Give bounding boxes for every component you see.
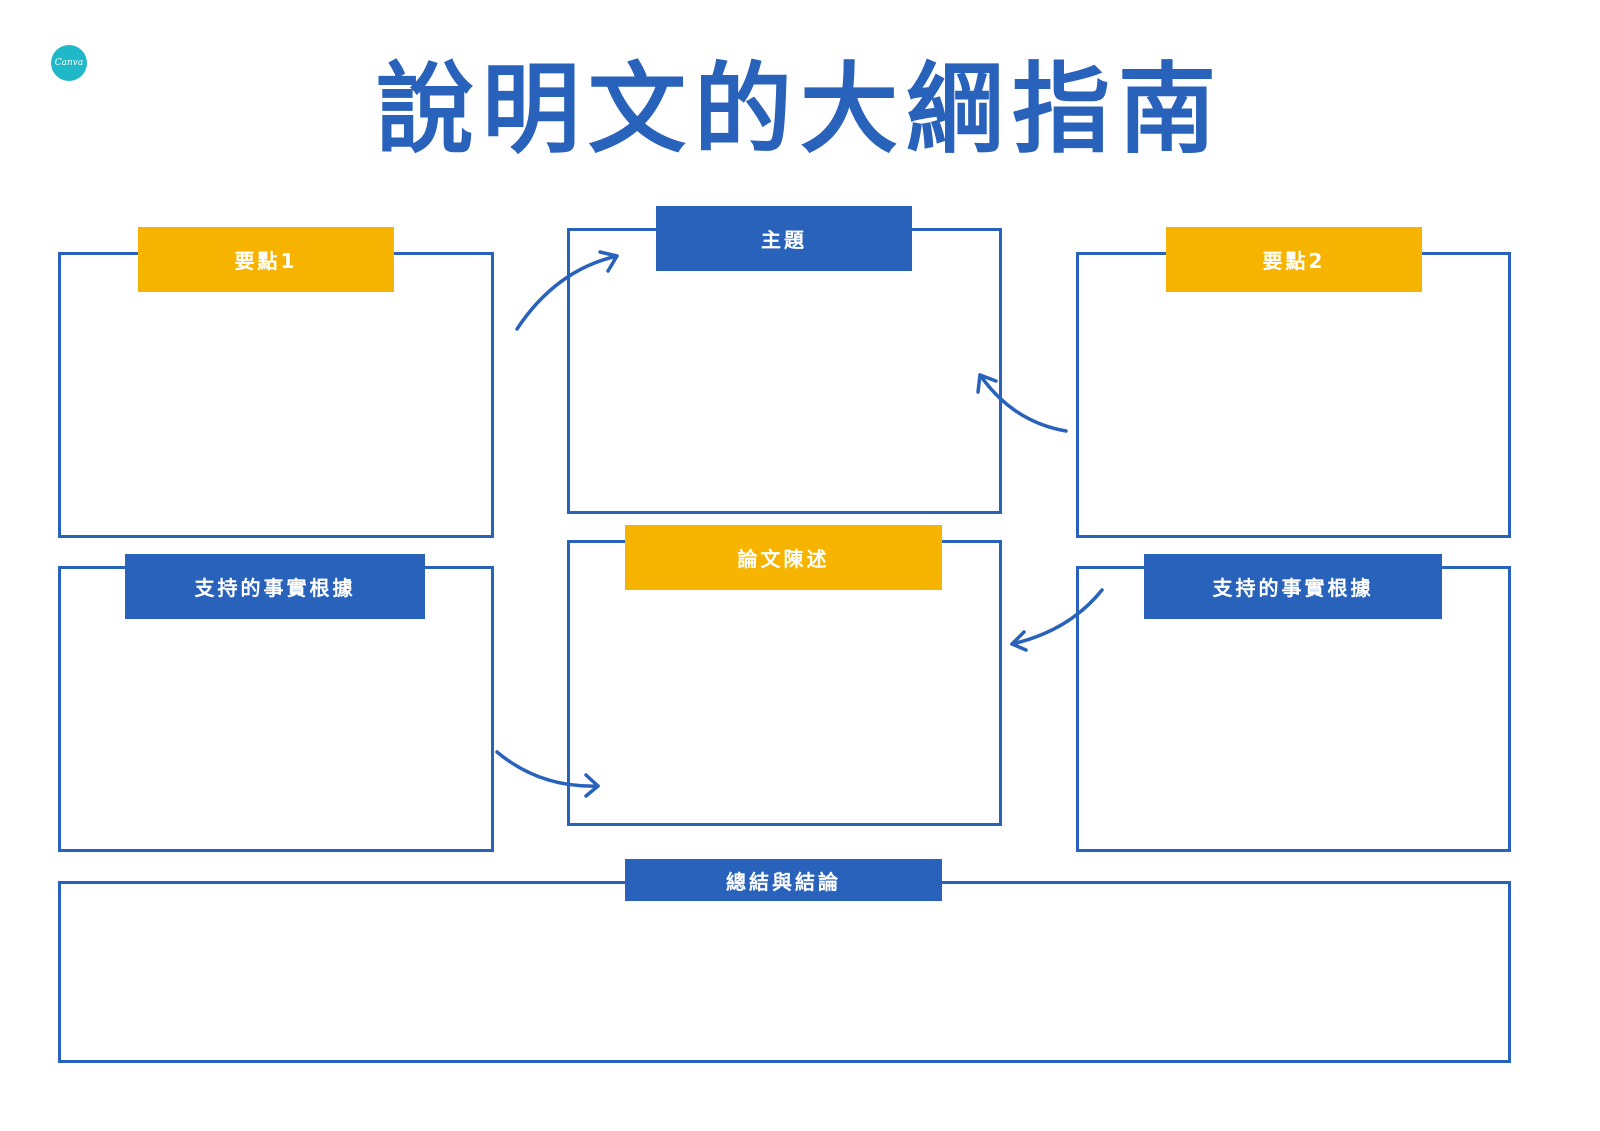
- topic-box[interactable]: [567, 228, 1002, 514]
- conclusion-label: 總結與結論: [625, 859, 942, 901]
- point2-label: 要點2: [1166, 227, 1422, 292]
- topic-label: 主題: [656, 206, 912, 271]
- point1-label: 要點1: [138, 227, 394, 292]
- point1-box[interactable]: [58, 252, 494, 538]
- thesis-label: 論文陳述: [625, 525, 942, 590]
- evidence-left-label: 支持的事實根據: [125, 554, 425, 619]
- conclusion-box[interactable]: [58, 881, 1511, 1063]
- point2-box[interactable]: [1076, 252, 1511, 538]
- canva-logo: Canva: [51, 45, 87, 81]
- evidence-right-label: 支持的事實根據: [1144, 554, 1442, 619]
- page-title: 說明文的大綱指南: [375, 53, 1224, 167]
